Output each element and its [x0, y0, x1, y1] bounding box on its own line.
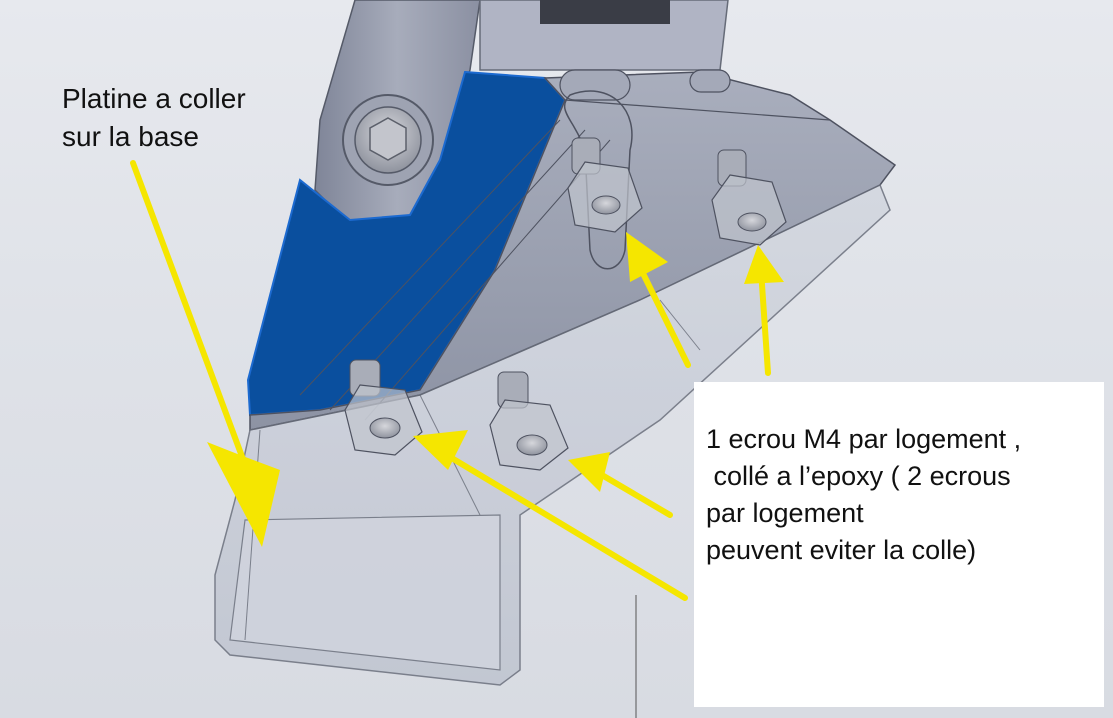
nut-2: [711, 149, 787, 246]
label-platine-line-2: sur la base: [62, 121, 199, 152]
annotation-arrows: [130, 160, 784, 601]
nut-slot: [563, 90, 633, 270]
note-line-3: par logement: [706, 498, 864, 528]
label-platine: Platine a coller sur la base: [62, 80, 322, 156]
arrow-to-nut-4: [568, 452, 673, 518]
nut-3: [344, 359, 423, 456]
note-line-4: peuvent eviter la colle): [706, 535, 977, 565]
nut-group: [344, 137, 787, 471]
nut-4: [489, 371, 569, 471]
label-ecrou-note: 1 ecrou M4 par logement , collé a l’epox…: [706, 421, 1106, 569]
arrow-to-nut-2: [744, 245, 784, 376]
arrow-to-nut-3: [413, 430, 688, 601]
nut-1: [567, 137, 643, 233]
arrow-to-base: [130, 160, 280, 547]
note-line-2: collé a l’epoxy ( 2 ecrous: [706, 461, 1011, 491]
label-platine-line-1: Platine a coller: [62, 83, 246, 114]
note-background: [694, 382, 1104, 707]
note-line-1: 1 ecrou M4 par logement ,: [706, 424, 1022, 454]
arrow-to-nut-1: [626, 232, 691, 368]
upper-arm: [314, 0, 729, 226]
